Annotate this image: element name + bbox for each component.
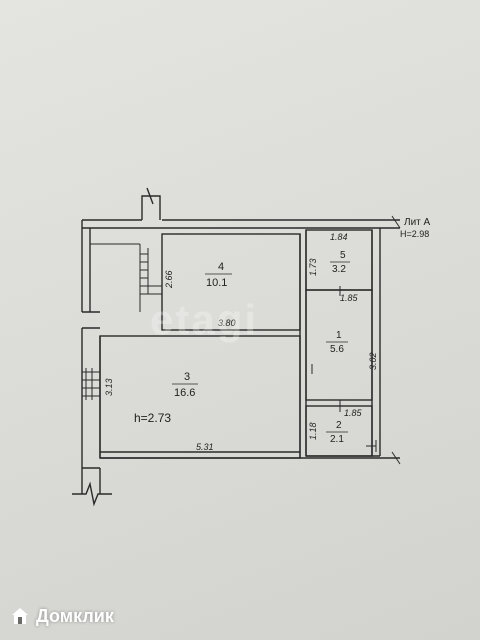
breakline-bottom [72,481,112,507]
room-3-label: 3 16.6 [172,371,198,399]
domclick-house-icon [10,606,30,626]
svg-text:5: 5 [340,250,346,261]
dim-room5-height: 1.73 [308,258,318,276]
dim-room1-width: 1.85 [340,293,359,303]
brand[interactable]: Домклик [10,602,114,630]
svg-text:1: 1 [336,330,342,341]
dim-room4-width: 3.80 [218,318,236,328]
svg-text:16.6: 16.6 [174,387,195,399]
lit-label: Лит А [404,217,431,228]
dim-room1-height: 3.02 [368,352,378,370]
dim-room3-width: 5.31 [196,442,214,452]
room-2-label: 2 2.1 [326,420,348,445]
svg-text:3: 3 [184,371,190,383]
svg-text:4: 4 [218,261,224,273]
svg-text:5.6: 5.6 [330,344,344,355]
dim-room4-height: 2.66 [164,270,174,289]
svg-text:2.1: 2.1 [330,434,344,445]
brand-name: Домклик [36,605,114,626]
room-3-outline [99,335,301,459]
room-5-label: 5 3.2 [330,250,350,275]
svg-text:10.1: 10.1 [206,277,227,289]
ceiling-height-note: h=2.73 [134,411,171,425]
watermark: etagi [150,296,259,343]
dim-room3-height: 3.13 [104,378,114,396]
dim-room2-width: 1.85 [344,408,363,418]
room-4-label: 4 10.1 [205,261,232,289]
room-1-label: 1 5.6 [326,330,348,355]
height-label: H=2.98 [400,229,429,239]
svg-text:3.2: 3.2 [332,264,346,275]
dim-room2-height: 1.18 [308,422,318,440]
svg-text:2: 2 [336,420,342,431]
dim-room5-width: 1.84 [330,232,348,242]
breakline-top [141,187,161,220]
